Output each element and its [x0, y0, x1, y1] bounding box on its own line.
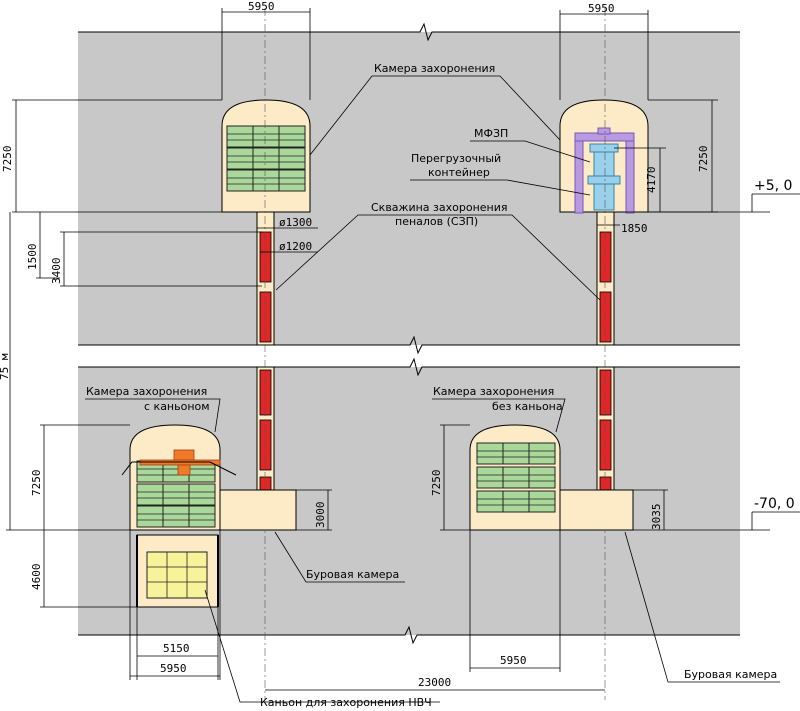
label-mfzp: МФЗП [474, 127, 508, 140]
waste-package-stack [226, 125, 306, 192]
dim-width-nocanyon: 5950 [500, 654, 527, 667]
level-bottom: -70, 0 [754, 496, 795, 512]
dim-height-canyon: 4600 [30, 564, 43, 591]
dim-1500: 1500 [26, 244, 39, 271]
dimension-lines [6, 8, 800, 691]
label-drill-chamber-right: Буровая камера [684, 668, 777, 681]
label-canyon-hlw: Каньон для захоронения НВЧ [260, 696, 432, 709]
label-reload-container-1: Перегрузочный [411, 152, 501, 165]
dim-height-top-right: 7250 [697, 146, 710, 173]
dim-d1300: ø1300 [279, 216, 312, 229]
waste-package-stack [476, 442, 556, 513]
chamber-top-right [559, 99, 649, 214]
dim-height-nocanyon: 7250 [430, 470, 443, 497]
dim-height-drill-right: 3035 [650, 504, 663, 531]
dim-height-drill-left: 3000 [314, 502, 327, 529]
label-chamber-nocanyon-2: без каньона [492, 400, 563, 413]
crane [121, 449, 237, 476]
chamber-top-left [221, 99, 311, 213]
label-chamber-canyon-1: Камера захоронения [86, 385, 207, 398]
label-chamber-canyon-2: с каньоном [144, 400, 210, 413]
dim-height-container: 4170 [645, 167, 658, 194]
leader-lines [85, 75, 780, 703]
dim-width-top-right: 5950 [588, 2, 615, 15]
dim-d1200: ø1200 [279, 240, 312, 253]
dim-height-top-left: 7250 [1, 146, 14, 173]
label-chamber-nocanyon-1: Камера захоронения [433, 385, 554, 398]
label-drill-chamber-left: Буровая камера [306, 568, 399, 581]
label-reload-container-2: контейнер [428, 166, 490, 179]
dim-height-canyon-chamber: 7250 [30, 470, 43, 497]
chamber-with-canyon [121, 424, 297, 608]
label-chamber-top: Камера захоронения [374, 62, 495, 75]
dim-depth-total: 75 м [0, 353, 11, 380]
reload-container [587, 143, 621, 211]
dim-3400: 3400 [50, 258, 63, 285]
dim-span-total: 23000 [418, 676, 451, 689]
dim-width-top-left: 5950 [248, 0, 275, 13]
dim-width-canyon-outer: 5950 [160, 662, 187, 675]
label-well-2: пеналов (СЗП) [395, 215, 478, 228]
canyon [136, 534, 219, 608]
label-well-1: Скважина захоронения [371, 201, 508, 214]
chamber-without-canyon [469, 424, 634, 531]
dim-d1850: 1850 [621, 222, 648, 235]
waste-package-stack [136, 460, 216, 528]
level-top: +5, 0 [754, 178, 792, 194]
mfzp-machine [574, 127, 635, 214]
dim-width-canyon-inner: 5150 [163, 642, 190, 655]
